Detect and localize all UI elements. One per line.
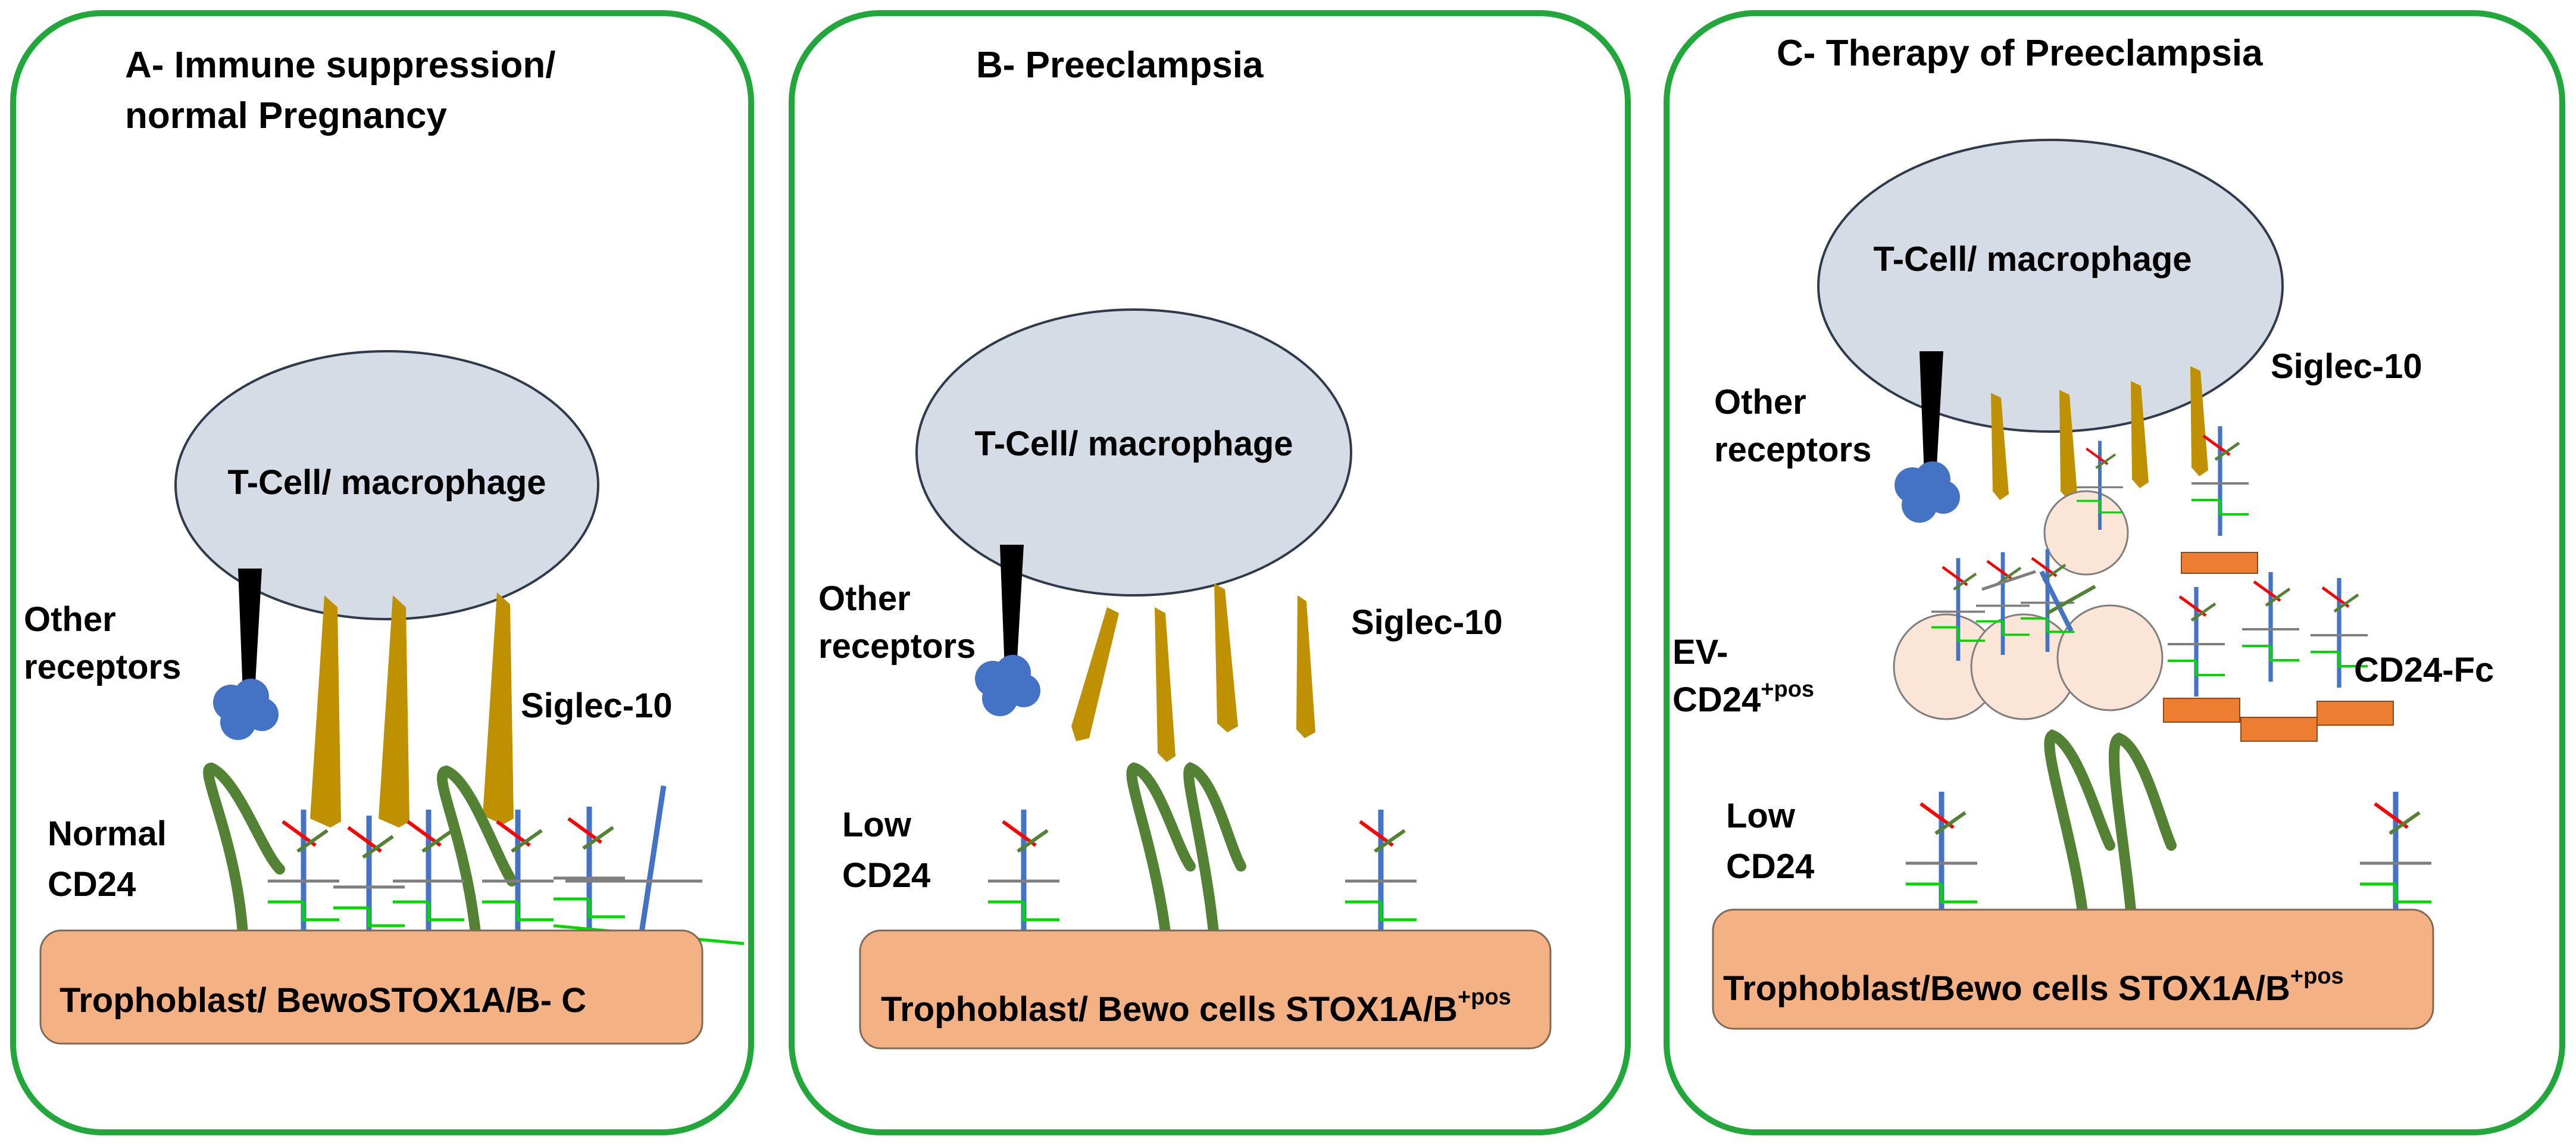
panel-c-border <box>1664 10 2565 1135</box>
panel-c-siglec-label: Siglec-10 <box>2271 347 2422 386</box>
panel-c-ev-vesicles <box>1893 441 2164 720</box>
panel-b-t-cell <box>915 308 1352 597</box>
panel-c-cd24-sparse <box>1906 792 2431 929</box>
panel-c-cd24fc-label: CD24-Fc <box>2354 651 2494 689</box>
panel-b-border <box>789 10 1631 1135</box>
panel-a-siglec-receptor <box>379 595 409 828</box>
panel-a-siglec-receptor <box>483 592 514 825</box>
panel-b-other-receptors-line1: Other <box>818 579 911 618</box>
panel-c: C- Therapy of Preeclampsia T-Cell/ macro… <box>1664 10 2565 1135</box>
panel-a-title-line1: A- Immune suppression/ <box>125 45 555 86</box>
panel-b-cd24-line2: CD24 <box>842 856 930 895</box>
panel-b: B- Preeclampsia T-Cell/ macrophage Other… <box>789 10 1631 1135</box>
panel-b-trophoblast-cell <box>859 929 1552 1050</box>
panel-c-ev-line1: EV- <box>1672 633 1728 672</box>
panel-c-siglec-receptors <box>1991 366 2208 500</box>
panel-c-ev-line2: CD24+pos <box>1672 677 1814 719</box>
panel-c-ligand-hooks <box>2044 729 2177 952</box>
panel-c-t-cell <box>1817 139 2284 433</box>
panel-b-other-receptors-line2: receptors <box>818 627 976 666</box>
panel-a-trophoblast-cell <box>39 929 704 1045</box>
panel-b-cd24-line1: Low <box>842 805 912 844</box>
panel-a-other-receptors-line2: receptors <box>24 648 181 686</box>
panel-b-t-cell-label: T-Cell/ macrophage <box>974 424 1293 463</box>
panel-c-title: C- Therapy of Preeclampsia <box>1777 33 2263 74</box>
panel-c-cd24fc-molecules <box>2163 426 2394 742</box>
panel-a-siglec-receptor <box>310 595 341 828</box>
panel-c-trophoblast-cell <box>1712 908 2434 1030</box>
panel-b-title: B- Preeclampsia <box>976 45 1264 86</box>
panel-c-t-cell-label: T-Cell/ macrophage <box>1873 240 2192 279</box>
panel-a-cd24-line1: Normal <box>48 814 167 853</box>
panel-b-siglec-receptors <box>1071 583 1315 762</box>
panel-b-ligand-hooks <box>1126 761 1246 982</box>
panel-b-siglec-label: Siglec-10 <box>1351 603 1503 642</box>
panel-b-trophoblast-label: Trophoblast/ Bewo cells STOX1A/B+pos <box>881 985 1511 1029</box>
panel-a-siglec-label: Siglec-10 <box>521 686 673 725</box>
panel-a-other-receptors-line1: Other <box>24 600 116 639</box>
panel-a-t-cell <box>174 350 599 620</box>
panel-a-title-line2: normal Pregnancy <box>125 95 447 136</box>
panel-a-border <box>10 10 754 1135</box>
panel-c-other-receptors-line2: receptors <box>1714 430 1871 469</box>
panel-c-trophoblast-label: Trophoblast/Bewo cells STOX1A/B+pos <box>1723 964 2344 1008</box>
panel-a-trophoblast-label: Trophoblast/ BewoSTOX1A/B- C <box>60 981 586 1020</box>
panel-c-cd24-line1: Low <box>1726 797 1796 835</box>
panel-c-cd24-line2: CD24 <box>1726 847 1814 886</box>
panel-a-t-cell-label: T-Cell/ macrophage <box>227 463 546 502</box>
panel-a-ligand-hooks <box>203 762 517 982</box>
panel-c-other-receptors-line1: Other <box>1714 383 1806 421</box>
panel-a: A- Immune suppression/ normal Pregnancy … <box>10 10 754 1135</box>
panel-a-cd24-line2: CD24 <box>48 865 136 904</box>
